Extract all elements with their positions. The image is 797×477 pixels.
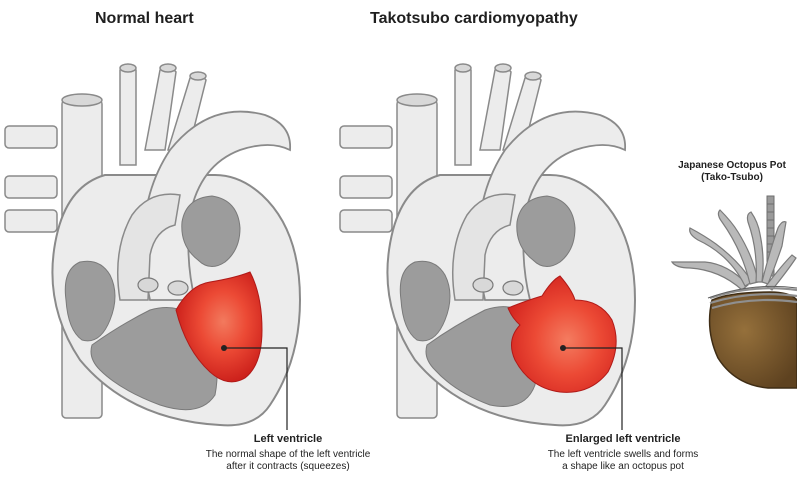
octopus-pot-body: [710, 292, 797, 388]
takotsubo-callout-line2: a shape like an octopus pot: [508, 461, 738, 473]
normal-heart-left-veins: [5, 126, 57, 232]
normal-callout-title: Left ventricle: [173, 433, 403, 445]
normal-heart: [5, 64, 300, 430]
takotsubo-ventricle-callout: Enlarged left ventricle The left ventric…: [508, 433, 738, 473]
takotsubo-heart: [340, 64, 635, 430]
takotsubo-callout-title: Enlarged left ventricle: [508, 433, 738, 445]
octopus-pot-illustration: [672, 196, 797, 388]
takotsubo-callout-line1: The left ventricle swells and forms: [508, 449, 738, 461]
octopus-tentacles: [672, 210, 796, 290]
normal-callout-line1: The normal shape of the left ventricle: [173, 449, 403, 461]
takotsubo-heart-left-veins: [340, 126, 392, 232]
octopus-pot-label-line2: (Tako-Tsubo): [701, 172, 763, 183]
normal-callout-line2: after it contracts (squeezes): [173, 461, 403, 473]
normal-ventricle-callout: Left ventricle The normal shape of the l…: [173, 433, 403, 473]
octopus-pot-label: Japanese Octopus Pot (Tako-Tsubo): [672, 160, 792, 184]
octopus-pot-label-line1: Japanese Octopus Pot: [678, 160, 786, 171]
